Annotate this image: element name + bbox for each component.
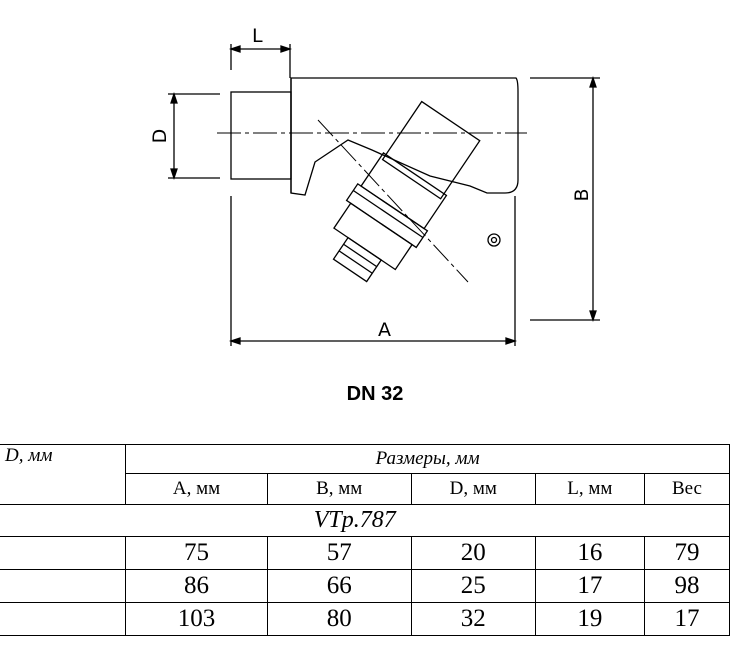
table-cell: 103: [125, 602, 268, 636]
valve-technical-drawing: L D B A: [149, 25, 600, 346]
table-cell: 57: [266, 536, 412, 570]
table-cell: 20: [410, 536, 536, 570]
model-name-row: VTp.787: [0, 504, 730, 537]
dim-d-label: D: [149, 129, 171, 144]
table-cell: [0, 536, 127, 570]
table-cell: 98: [643, 569, 731, 603]
table-cell: 79: [643, 536, 731, 570]
table-cell: 17: [534, 569, 645, 603]
table-cell: 80: [266, 602, 412, 636]
table-row: 86 66 25 17 98: [0, 569, 731, 603]
table-row: 75 57 20 16 79: [0, 536, 731, 570]
column-header-d: D, мм: [410, 473, 536, 505]
dim-l-label: L: [252, 25, 263, 47]
table-cell: 25: [410, 569, 536, 603]
table-cell: [0, 569, 127, 603]
dimensions-group-header: Размеры, мм: [125, 444, 730, 474]
table-row: 103 80 32 19 17: [0, 602, 731, 636]
table-cell: 17: [643, 602, 731, 636]
dim-a-label: A: [378, 319, 391, 341]
diameter-header: D, мм: [0, 444, 127, 505]
table-cell: 66: [266, 569, 412, 603]
drawing-caption: DN 32: [346, 383, 404, 405]
table-cell: 32: [410, 602, 536, 636]
column-header-l: L, мм: [534, 473, 645, 505]
table-cell: 16: [534, 536, 645, 570]
dim-b-label: B: [571, 188, 593, 201]
table-cell: 86: [125, 569, 268, 603]
table-cell: 19: [534, 602, 645, 636]
column-header-b: B, мм: [266, 473, 412, 505]
table-cell: 75: [125, 536, 268, 570]
dimensions-table: D, мм Размеры, мм A, мм B, мм D, мм L, м…: [0, 444, 731, 636]
column-header-weight: Вес: [643, 473, 731, 505]
column-header-a: A, мм: [125, 473, 268, 505]
table-cell: [0, 602, 127, 636]
